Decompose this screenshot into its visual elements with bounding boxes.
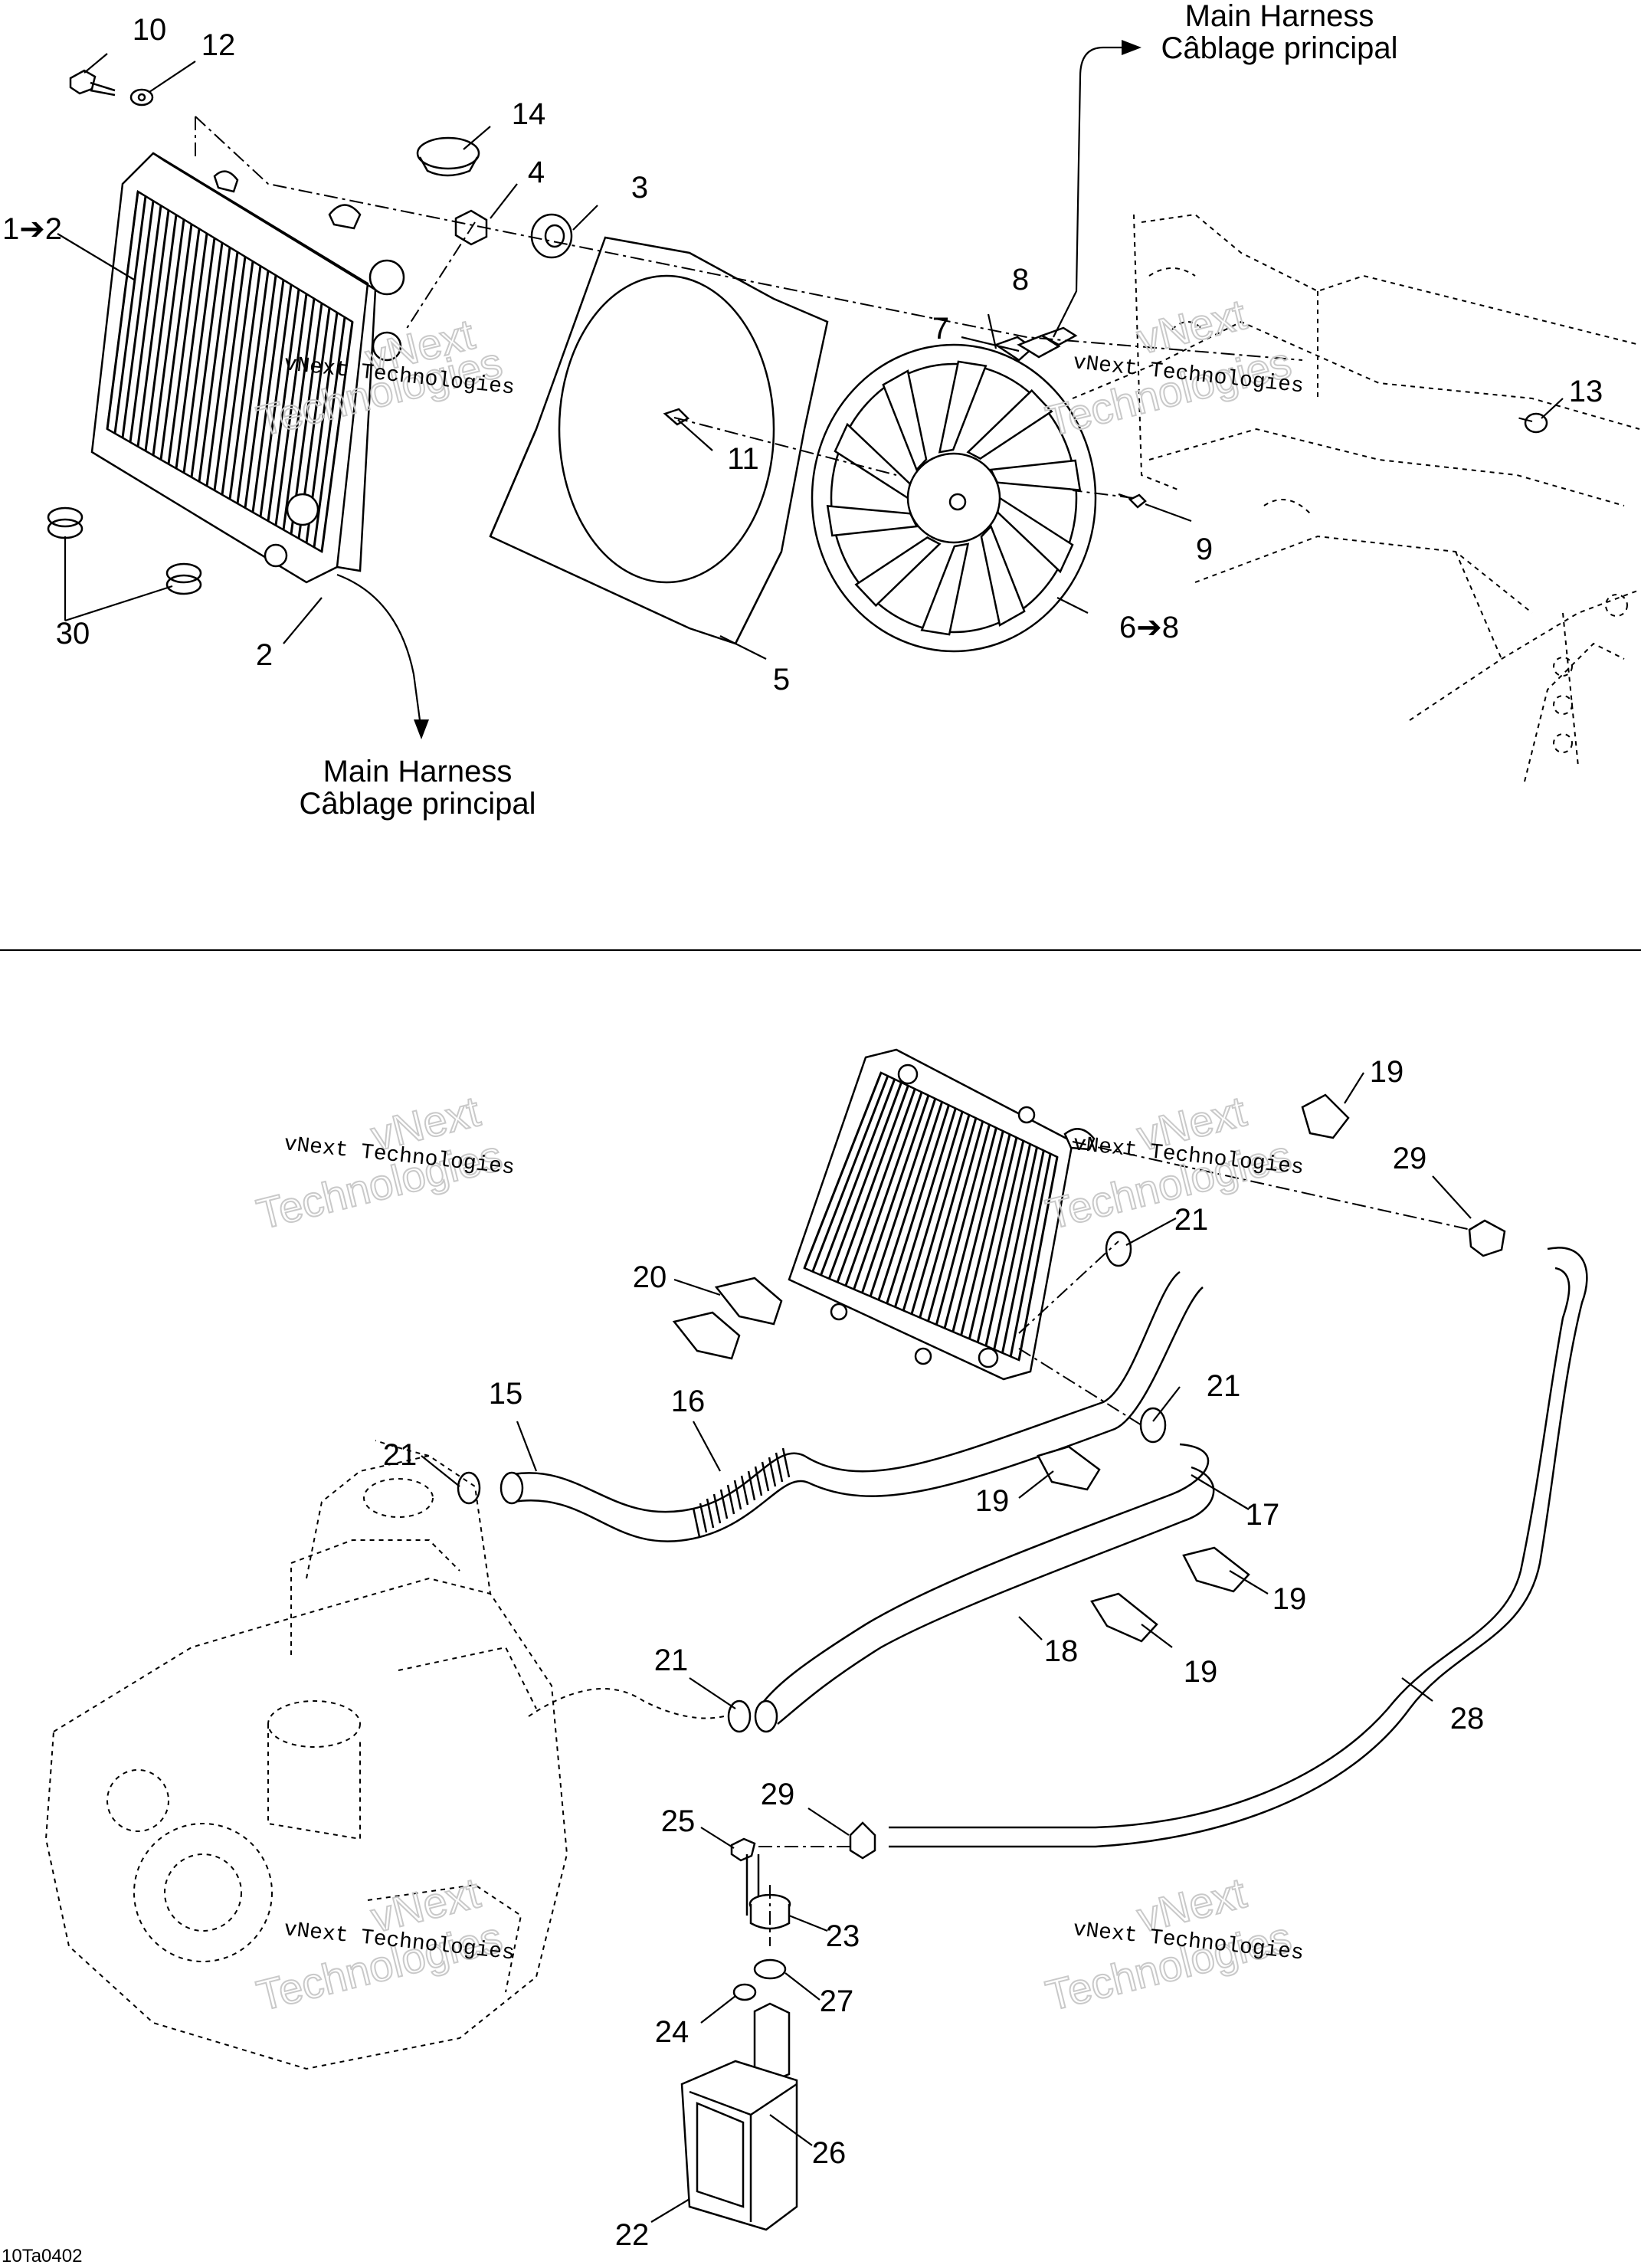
callout-11: 11 — [727, 442, 759, 476]
harness-label-bottom-line1: Main Harness — [323, 755, 513, 788]
watermark-bottom-right-1: vNext Technologies vNext Technologies — [1040, 1086, 1305, 1239]
callout-4: 4 — [528, 156, 545, 189]
callout-8: 8 — [1012, 263, 1029, 297]
callout-19: 19 — [1370, 1055, 1404, 1089]
cooling-fan-6 — [811, 336, 1097, 653]
hose-17-18 — [754, 1443, 1215, 1733]
hose-15-16 — [500, 1270, 1204, 1542]
rubber-mount-30 — [47, 506, 202, 595]
callout-21: 21 — [1174, 1203, 1209, 1237]
callout-2: 2 — [256, 638, 273, 672]
callout-27: 27 — [820, 1984, 854, 2018]
harness-label-top-line2: Câblage principal — [1161, 31, 1397, 65]
callout-21: 21 — [1207, 1369, 1241, 1403]
gasket-27 — [753, 1958, 787, 1980]
radiator-bottom — [788, 1048, 1096, 1381]
callout-24: 24 — [655, 2015, 689, 2049]
callout-21: 21 — [654, 1644, 689, 1677]
assembly-lines-bottom — [758, 1141, 1472, 1946]
harness-arrow-top — [1053, 40, 1141, 338]
callout-19: 19 — [975, 1484, 1010, 1518]
bolt-10 — [69, 69, 116, 97]
watermark-bottom-left-1: vNext Technologies vNext Technologies — [251, 1086, 516, 1239]
harness-arrow-bottom — [336, 573, 429, 739]
callout-3: 3 — [631, 171, 648, 205]
callout-30: 30 — [56, 617, 90, 651]
callout-6-8: 6➔8 — [1119, 611, 1179, 644]
callout-1-2: 1➔2 — [2, 212, 62, 246]
drawing-code: 10Ta0402 — [2, 2246, 82, 2266]
callout-9: 9 — [1196, 533, 1213, 566]
callout-29: 29 — [761, 1778, 795, 1811]
hose-28 — [889, 1247, 1588, 1848]
washer-12 — [129, 88, 154, 107]
watermark-top-right: vNext Technologies vNext Technologies — [1040, 289, 1305, 446]
callout-14: 14 — [512, 97, 546, 131]
callout-23: 23 — [826, 1919, 860, 1953]
harness-label-bottom-line2: Câblage principal — [299, 787, 536, 821]
radiator-cap-14 — [416, 136, 480, 177]
fan-shroud-5 — [489, 236, 829, 645]
watermark-bottom-left-2: vNext Technologies vNext Technologies — [251, 1867, 516, 2021]
engine — [44, 1440, 725, 2070]
harness-label-top-line1: Main Harness — [1185, 0, 1374, 33]
callout-21: 21 — [383, 1438, 418, 1472]
radiator — [90, 152, 405, 584]
callout-18: 18 — [1044, 1634, 1079, 1668]
callout-25: 25 — [661, 1804, 696, 1838]
top-assembly: Main Harness Câblage principal Main Harn… — [2, 0, 1640, 821]
clamp-19 — [1037, 1093, 1350, 1643]
callout-22: 22 — [615, 2218, 650, 2252]
valve-24 — [732, 1983, 757, 2001]
clamp-20 — [672, 1277, 783, 1360]
clamp-21 — [457, 1231, 1167, 1733]
callout-28: 28 — [1450, 1702, 1485, 1735]
callout-15: 15 — [489, 1377, 523, 1411]
leader-lines-bottom — [421, 1072, 1472, 2223]
callout-7: 7 — [932, 312, 949, 346]
callout-19: 19 — [1184, 1655, 1218, 1689]
callout-5: 5 — [773, 663, 790, 696]
callout-16: 16 — [671, 1385, 706, 1418]
callout-29: 29 — [1393, 1142, 1427, 1175]
bottom-assembly: 19 29 21 20 21 15 16 21 19 17 19 18 19 2… — [2, 1048, 1588, 2266]
assembly-lines-top — [195, 116, 1533, 499]
leader-lines-top — [57, 53, 1564, 660]
callout-10: 10 — [133, 13, 167, 47]
callout-20: 20 — [633, 1260, 667, 1294]
clamp-29 — [849, 1219, 1506, 1860]
vehicle-frame — [1072, 213, 1640, 782]
callout-13: 13 — [1569, 375, 1603, 408]
callout-12: 12 — [201, 28, 236, 62]
fitting-25 — [730, 1837, 760, 1916]
callout-26: 26 — [812, 2136, 847, 2170]
grommet-3 — [530, 213, 573, 259]
coolant-reservoir-26 — [680, 2002, 798, 2231]
callout-19: 19 — [1273, 1582, 1307, 1616]
watermark-bottom-right-2: vNext Technologies vNext Technologies — [1040, 1867, 1305, 2021]
callout-17: 17 — [1246, 1498, 1280, 1532]
